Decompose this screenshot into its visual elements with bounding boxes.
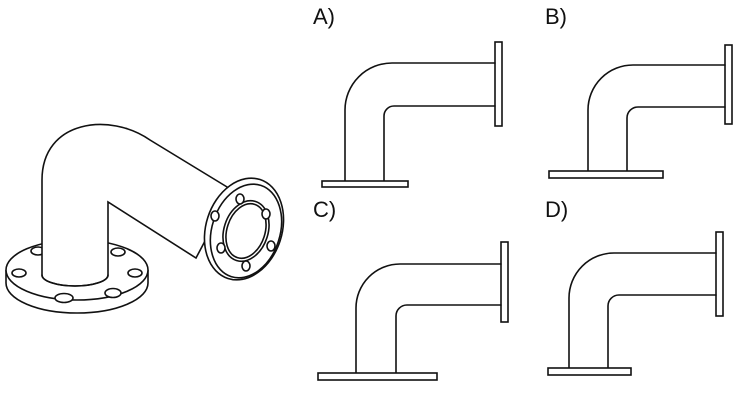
option-b-label[interactable]: B) <box>545 4 567 29</box>
option-d-drawing <box>547 231 724 376</box>
option-a-drawing <box>321 41 503 188</box>
option-c-label[interactable]: C) <box>313 197 337 222</box>
side-flange <box>203 177 285 281</box>
option-b-drawing <box>548 44 733 179</box>
option-c-drawing <box>317 241 509 381</box>
pipe-body <box>41 123 234 287</box>
option-a-label[interactable]: A) <box>313 4 335 29</box>
option-d-label[interactable]: D) <box>545 197 569 222</box>
